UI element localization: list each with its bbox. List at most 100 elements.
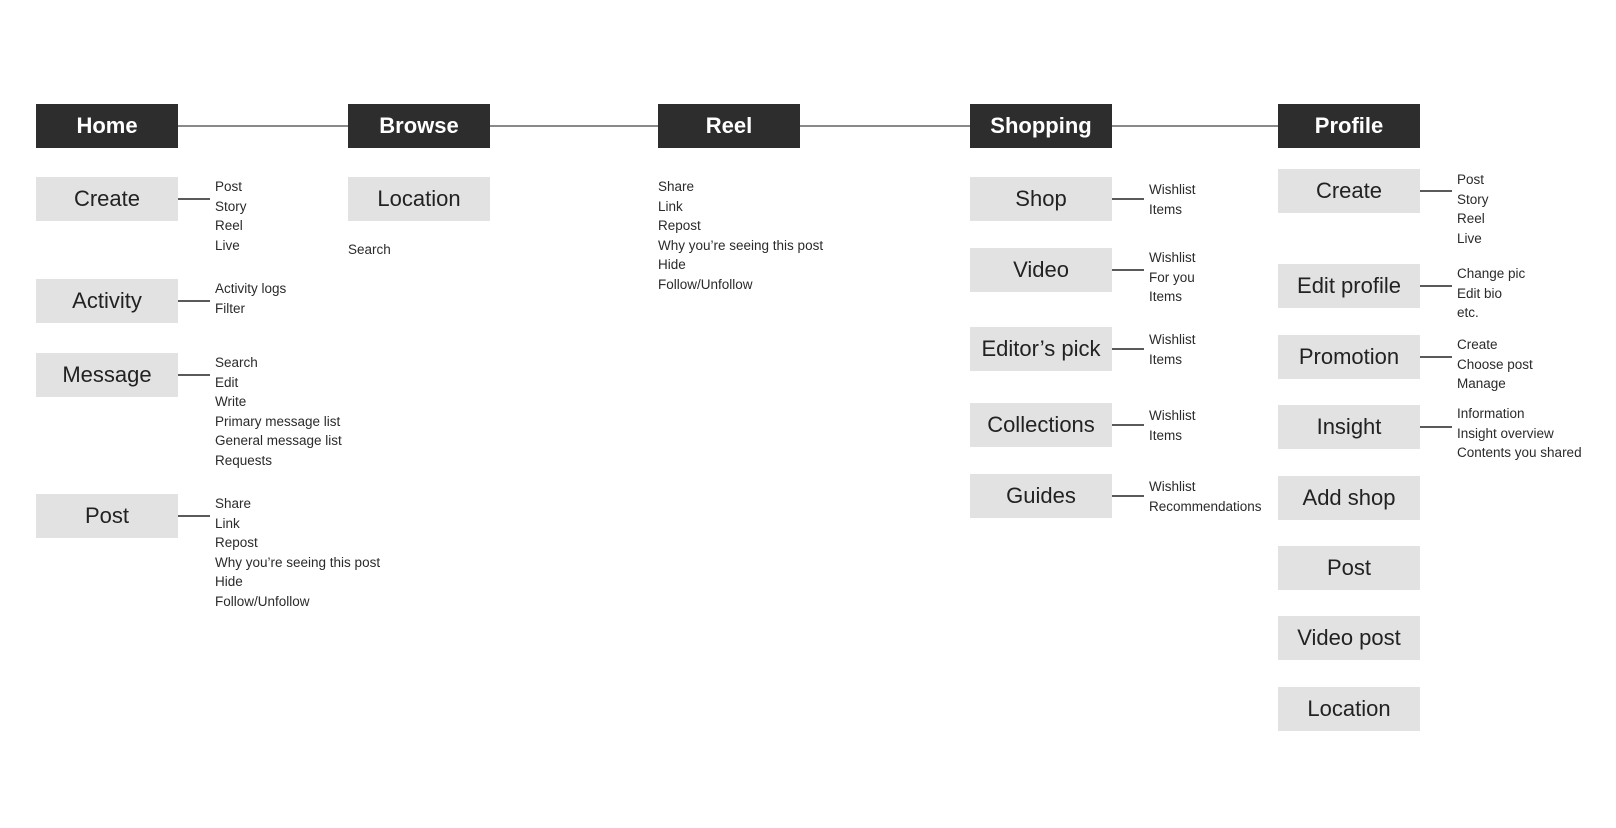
node-reel: Reel <box>658 104 800 148</box>
connector-reel-shopping <box>800 125 970 127</box>
list-item: Follow/Unfollow <box>658 276 753 292</box>
shopping-guides-connector <box>1112 495 1144 497</box>
list-item: Story <box>1457 191 1489 207</box>
home-create-connector <box>178 198 210 200</box>
list-item: Create <box>1457 337 1498 352</box>
node-shopping: Shopping <box>970 104 1112 148</box>
list-item: Wishlist <box>1149 332 1196 347</box>
list-item: Contents you shared <box>1457 445 1582 461</box>
list-item: Items <box>1149 289 1183 305</box>
shopping-collections-connector <box>1112 424 1144 426</box>
shopping-shop-list: Wishlist Items <box>1149 180 1196 219</box>
shopping-editors-pick-list: Wishlist Items <box>1149 330 1196 369</box>
home-message-node: Message <box>36 353 178 397</box>
connector-shopping-profile <box>1112 125 1278 127</box>
list-item: Hide <box>658 257 686 273</box>
profile-promotion-list: Create Choose post Manage <box>1457 335 1533 394</box>
connector-browse-reel <box>490 125 658 127</box>
profile-create-list: Post Story Reel Live <box>1457 170 1489 248</box>
list-item: Items <box>1149 351 1183 367</box>
list-item: Link <box>215 515 240 531</box>
profile-insight-node: Insight <box>1278 405 1420 449</box>
shopping-editors-pick-connector <box>1112 348 1144 350</box>
list-item: Post <box>215 179 243 194</box>
list-item: Share <box>215 496 252 511</box>
home-message-list: Search Edit Write Primary message list G… <box>215 353 342 471</box>
profile-location-node: Location <box>1278 687 1420 731</box>
profile-edit-profile-connector <box>1420 285 1452 287</box>
list-item: Story <box>215 198 247 214</box>
shopping-collections-list: Wishlist Items <box>1149 406 1196 445</box>
list-item: Manage <box>1457 376 1506 392</box>
list-item: Filter <box>215 300 245 316</box>
node-profile: Profile <box>1278 104 1420 148</box>
shopping-video-connector <box>1112 269 1144 271</box>
profile-insight-connector <box>1420 426 1452 428</box>
list-item: Reel <box>215 218 243 234</box>
profile-create-connector <box>1420 190 1452 192</box>
reel-options-list: Share Link Repost Why you’re seeing this… <box>658 177 823 295</box>
home-create-node: Create <box>36 177 178 221</box>
list-item: For you <box>1149 269 1195 285</box>
shopping-guides-node: Guides <box>970 474 1112 518</box>
home-post-connector <box>178 515 210 517</box>
list-item: Information <box>1457 406 1525 421</box>
list-item: Why you’re seeing this post <box>215 554 381 570</box>
shopping-guides-list: Wishlist Recommendations <box>1149 477 1262 516</box>
list-item: Live <box>1457 230 1482 246</box>
shopping-video-list: Wishlist For you Items <box>1149 248 1196 307</box>
list-item: Link <box>658 198 683 214</box>
home-post-node: Post <box>36 494 178 538</box>
shopping-video-node: Video <box>970 248 1112 292</box>
shopping-shop-node: Shop <box>970 177 1112 221</box>
list-item: Recommendations <box>1149 498 1262 514</box>
list-item: Items <box>1149 427 1183 443</box>
list-item: Live <box>215 237 240 253</box>
list-item: Follow/Unfollow <box>215 593 310 609</box>
connector-home-browse <box>178 125 348 127</box>
list-item: Insight overview <box>1457 425 1554 441</box>
list-item: Edit <box>215 374 239 390</box>
list-item: Search <box>215 355 258 370</box>
profile-promotion-connector <box>1420 356 1452 358</box>
list-item: Reel <box>1457 211 1485 227</box>
list-item: Why you’re seeing this post <box>658 237 824 253</box>
list-item: Repost <box>215 535 258 551</box>
list-item: Change pic <box>1457 266 1526 281</box>
profile-insight-list: Information Insight overview Contents yo… <box>1457 404 1582 463</box>
list-item: Wishlist <box>1149 250 1196 265</box>
list-item: Requests <box>215 452 273 468</box>
list-item: Wishlist <box>1149 408 1196 423</box>
profile-edit-profile-node: Edit profile <box>1278 264 1420 308</box>
list-item: Repost <box>658 218 701 234</box>
list-item: Choose post <box>1457 356 1533 372</box>
shopping-shop-connector <box>1112 198 1144 200</box>
list-item: Wishlist <box>1149 182 1196 197</box>
shopping-collections-node: Collections <box>970 403 1112 447</box>
list-item: Hide <box>215 574 243 590</box>
list-item: General message list <box>215 433 342 449</box>
list-item: Activity logs <box>215 281 287 296</box>
browse-location-node: Location <box>348 177 490 221</box>
profile-edit-profile-list: Change pic Edit bio etc. <box>1457 264 1525 323</box>
node-browse: Browse <box>348 104 490 148</box>
home-message-connector <box>178 374 210 376</box>
browse-search-label: Search <box>348 242 391 257</box>
home-post-list: Share Link Repost Why you’re seeing this… <box>215 494 380 612</box>
shopping-editors-pick-node: Editor’s pick <box>970 327 1112 371</box>
list-item: Edit bio <box>1457 285 1503 301</box>
profile-promotion-node: Promotion <box>1278 335 1420 379</box>
list-item: Primary message list <box>215 413 341 429</box>
list-item: Write <box>215 394 247 410</box>
home-create-list: Post Story Reel Live <box>215 177 247 255</box>
list-item: Share <box>658 179 695 194</box>
list-item: etc. <box>1457 305 1479 321</box>
node-home: Home <box>36 104 178 148</box>
profile-create-node: Create <box>1278 169 1420 213</box>
profile-video-post-node: Video post <box>1278 616 1420 660</box>
list-item: Wishlist <box>1149 479 1196 494</box>
list-item: Items <box>1149 201 1183 217</box>
home-activity-node: Activity <box>36 279 178 323</box>
home-activity-list: Activity logs Filter <box>215 279 286 318</box>
profile-post-node: Post <box>1278 546 1420 590</box>
